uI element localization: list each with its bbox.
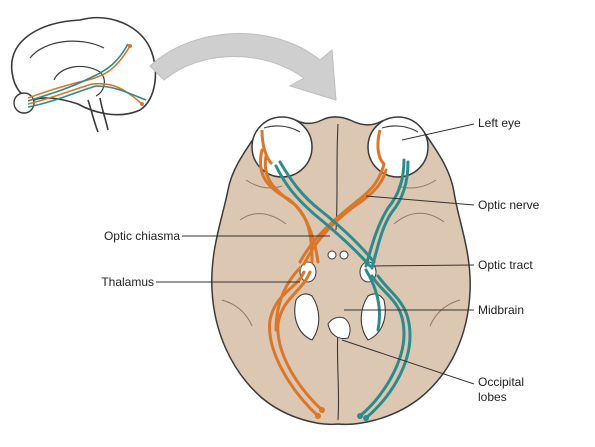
- label-occipital-line2: lobes: [478, 390, 507, 404]
- leader-occipital-lobes: [341, 339, 475, 385]
- label-optic-tract: Optic tract: [478, 258, 533, 272]
- label-left-eye: Left eye: [478, 116, 521, 130]
- leader-optic-nerve: [365, 195, 475, 206]
- label-occipital-line1: Occipital: [478, 375, 525, 389]
- orange-pathway-endpoints: [315, 407, 325, 419]
- leader-lines: [156, 123, 475, 385]
- label-occipital-lobes: Occipital lobes: [478, 375, 568, 405]
- teal-visual-pathway: [274, 158, 412, 420]
- sagittal-brain-inset-icon: [10, 16, 157, 133]
- orange-visual-pathway: [259, 148, 388, 418]
- leader-left-eye: [401, 123, 475, 141]
- label-thalamus: Thalamus: [101, 275, 154, 289]
- label-optic-nerve: Optic nerve: [478, 198, 540, 212]
- leader-optic-tract: [373, 264, 475, 267]
- transition-arrow-icon: [149, 33, 337, 101]
- label-midbrain: Midbrain: [478, 303, 525, 317]
- left-eyeball: [367, 116, 429, 178]
- label-optic-chiasma: Optic chiasma: [103, 229, 180, 243]
- teal-pathway-endpoints: [357, 413, 369, 421]
- brain-inferior-view: [211, 116, 471, 426]
